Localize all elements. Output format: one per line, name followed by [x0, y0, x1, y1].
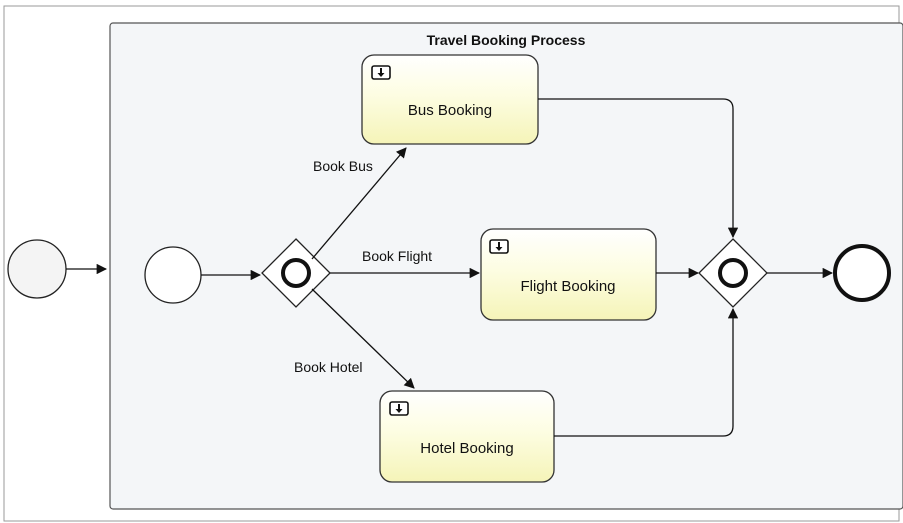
end-event[interactable]: [833, 244, 891, 302]
join-gateway-diamond: [698, 238, 768, 308]
inclusive-gateway-marker-icon: [718, 258, 748, 288]
inclusive-gateway-marker-icon: [281, 258, 311, 288]
task-bus-booking[interactable]: Bus Booking: [361, 54, 539, 145]
task-flight-booking[interactable]: Flight Booking: [480, 228, 657, 321]
task-flight-booking-box: [480, 228, 657, 321]
flow-book-hotel[interactable]: [311, 288, 415, 389]
flow-bus-to-join-gateway[interactable]: [538, 98, 739, 239]
flow-label-book-bus: Book Bus: [313, 158, 373, 174]
inner-start-event[interactable]: [144, 246, 202, 304]
service-task-icon: [371, 65, 391, 80]
join-gateway[interactable]: [698, 238, 768, 308]
flow-hotel-to-join-gateway[interactable]: [554, 307, 739, 437]
flow-label-book-flight: Book Flight: [362, 248, 432, 264]
flow-label-book-hotel: Book Hotel: [294, 359, 362, 375]
outer-start-event[interactable]: [7, 239, 67, 299]
subprocess-title: Travel Booking Process: [427, 32, 586, 48]
task-flight-booking-label: Flight Booking: [520, 278, 615, 295]
service-task-icon: [489, 239, 509, 254]
flow-book-bus[interactable]: [311, 147, 407, 260]
task-hotel-booking[interactable]: Hotel Booking: [379, 390, 555, 483]
task-bus-booking-label: Bus Booking: [408, 102, 492, 119]
service-task-icon: [389, 401, 409, 416]
task-hotel-booking-label: Hotel Booking: [420, 440, 513, 457]
